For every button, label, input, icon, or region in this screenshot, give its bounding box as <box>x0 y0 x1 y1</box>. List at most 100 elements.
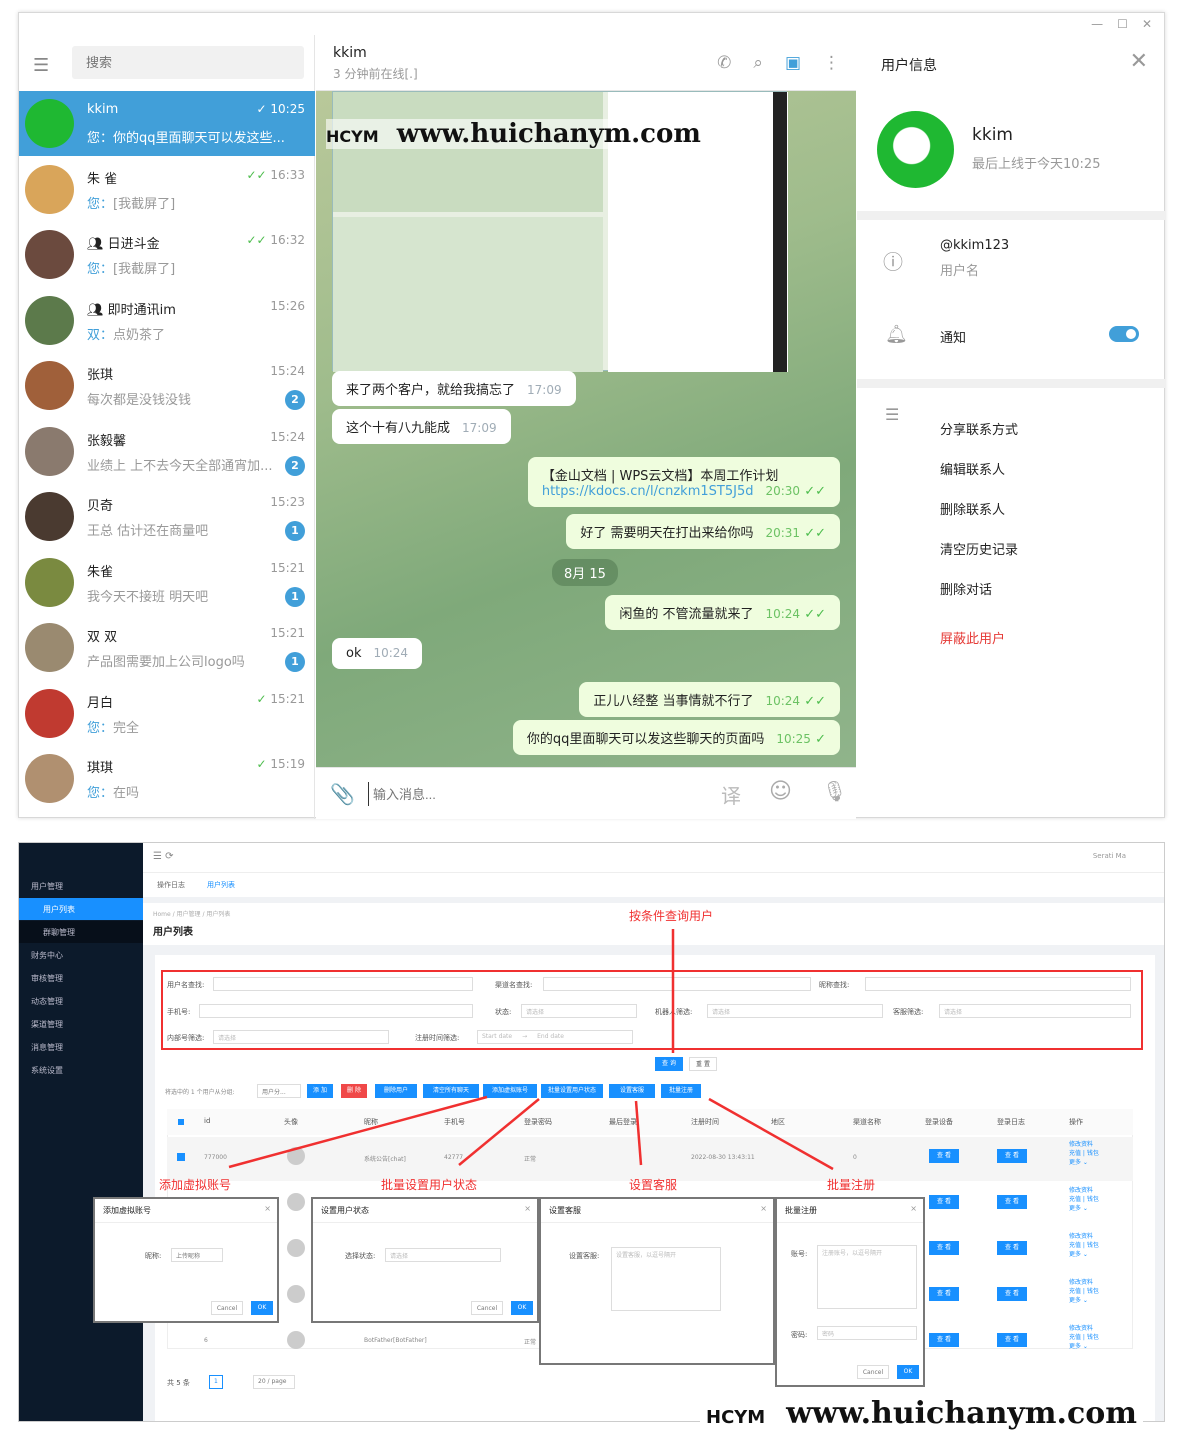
view-log-button[interactable]: 查 看 <box>997 1149 1027 1163</box>
admin-menu-item[interactable]: 财务中心 <box>31 951 63 960</box>
phone-filter-input[interactable] <box>199 1004 473 1018</box>
row-action-link[interactable]: 修改资料 <box>1069 1279 1094 1286</box>
chat-list-item[interactable]: kkim ✓ 10:25 您：你的qq里面聊天可以发这些... <box>19 91 315 156</box>
attach-icon[interactable]: 📎 <box>330 782 355 806</box>
toolbar-button[interactable]: 清空所有聊天 <box>423 1084 479 1098</box>
cancel-button[interactable]: Cancel <box>471 1301 503 1315</box>
internal-select[interactable]: 请选择 <box>213 1030 389 1044</box>
maximize-button[interactable]: ☐ <box>1117 17 1128 31</box>
chat-list-item[interactable]: 朱 雀 ✓✓ 16:33 您：[我截屏了] <box>19 157 315 222</box>
toolbar-button[interactable]: 删除用户 <box>375 1084 417 1098</box>
row-action-link[interactable]: 更多 ⌄ <box>1069 1343 1088 1350</box>
phone-icon[interactable]: ✆ <box>717 53 732 73</box>
toolbar-button[interactable]: 删 除 <box>341 1084 367 1098</box>
view-device-button[interactable]: 查 看 <box>929 1241 959 1255</box>
group-select[interactable]: 用户分... <box>257 1084 301 1098</box>
row-action-link[interactable]: 修改资料 <box>1069 1187 1094 1194</box>
row-action-link[interactable]: 修改资料 <box>1069 1233 1094 1240</box>
view-log-button[interactable]: 查 看 <box>997 1287 1027 1301</box>
chat-list-item[interactable]: 双 双 15:21 产品图需要加上公司logo吗 1 <box>19 615 315 680</box>
admin-menu-item[interactable]: 消息管理 <box>31 1043 63 1052</box>
table-row[interactable] <box>167 1137 1133 1181</box>
chat-list-item[interactable]: 琪琪 ✓ 15:19 您：在吗 <box>19 746 315 811</box>
chat-list-item[interactable]: 张琪 15:24 每次都是没钱没钱 2 <box>19 353 315 418</box>
close-window-button[interactable]: ✕ <box>1141 17 1152 31</box>
chat-list-item[interactable]: 👥︎ 日进斗金 ✓✓ 16:32 您：[我截屏了] <box>19 222 315 287</box>
service-select[interactable]: 请选择 <box>939 1004 1131 1018</box>
chat-list-item[interactable]: 张毅馨 15:24 业绩上 上不去今天全部通宵加... 2 <box>19 419 315 484</box>
row-action-link[interactable]: 更多 ⌄ <box>1069 1205 1088 1212</box>
block-user-button[interactable]: 屏蔽此用户 <box>940 632 1006 647</box>
more-icon[interactable]: ⋮ <box>823 53 840 73</box>
channel-filter-input[interactable] <box>543 977 811 991</box>
close-icon[interactable]: × <box>760 1204 767 1213</box>
admin-menu-item[interactable]: 用户列表 <box>19 898 143 920</box>
ok-button[interactable]: OK <box>511 1301 533 1315</box>
page-size-select[interactable]: 20 / page <box>253 1375 295 1389</box>
end-date[interactable]: End date <box>537 1033 564 1040</box>
select-all-checkbox[interactable] <box>178 1119 184 1125</box>
close-icon[interactable]: × <box>910 1204 917 1213</box>
chat-list-item[interactable]: 朱雀 15:21 我今天不接班 明天吧 1 <box>19 550 315 615</box>
toolbar-button[interactable]: 添加虚拟账号 <box>483 1084 537 1098</box>
info-action[interactable]: 分享联系方式 <box>940 423 1019 438</box>
admin-menu-item[interactable]: 审核管理 <box>31 974 63 983</box>
row-action-link[interactable]: 更多 ⌄ <box>1069 1251 1088 1258</box>
view-log-button[interactable]: 查 看 <box>997 1333 1027 1347</box>
admin-menu-item[interactable]: 动态管理 <box>31 997 63 1006</box>
row-action-link[interactable]: 充值 | 钱包 <box>1069 1334 1099 1341</box>
search-input[interactable] <box>72 46 304 79</box>
robot-select[interactable]: 请选择 <box>707 1004 883 1018</box>
admin-menu-item[interactable]: 系统设置 <box>31 1066 63 1075</box>
status-select[interactable]: 请选择 <box>385 1248 501 1262</box>
cancel-button[interactable]: Cancel <box>211 1301 243 1315</box>
nickname-filter-input[interactable] <box>865 977 1131 991</box>
username-filter-input[interactable] <box>213 977 473 991</box>
view-log-button[interactable]: 查 看 <box>997 1195 1027 1209</box>
start-date[interactable]: Start date <box>482 1033 513 1040</box>
view-device-button[interactable]: 查 看 <box>929 1149 959 1163</box>
toolbar-button[interactable]: 设置客服 <box>609 1084 655 1098</box>
row-action-link[interactable]: 充值 | 钱包 <box>1069 1242 1099 1249</box>
row-action-link[interactable]: 修改资料 <box>1069 1325 1094 1332</box>
admin-menu-item[interactable]: 渠道管理 <box>31 1020 63 1029</box>
chat-list-item[interactable]: 月白 ✓ 15:21 您：完全 <box>19 681 315 746</box>
account-textarea[interactable]: 注册账号，以逗号隔开 <box>817 1245 917 1309</box>
chat-list-item[interactable]: 贝奇 15:23 王总 估计还在商量吧 1 <box>19 484 315 549</box>
row-action-link[interactable]: 更多 ⌄ <box>1069 1159 1088 1166</box>
view-log-button[interactable]: 查 看 <box>997 1241 1027 1255</box>
service-textarea[interactable]: 设置客服，以逗号隔开 <box>611 1247 721 1311</box>
tab-log[interactable]: 操作日志 <box>157 881 185 889</box>
minimize-button[interactable]: — <box>1091 17 1104 31</box>
info-action[interactable]: 编辑联系人 <box>940 463 1006 478</box>
emoji-icon[interactable]: ☺ <box>769 779 792 804</box>
reset-button[interactable]: 重 置 <box>689 1057 717 1071</box>
page-1-button[interactable]: 1 <box>209 1375 223 1389</box>
close-icon[interactable]: × <box>524 1204 531 1213</box>
toolbar-button[interactable]: 批量注册 <box>661 1084 701 1098</box>
collapse-icon[interactable]: ☰ ⟳ <box>153 851 174 862</box>
translate-button[interactable]: 译 <box>721 784 741 808</box>
close-icon[interactable]: × <box>264 1204 271 1213</box>
info-action[interactable]: 清空历史记录 <box>940 543 1019 558</box>
tab-user-list[interactable]: 用户列表 <box>207 881 235 889</box>
notify-toggle[interactable] <box>1109 326 1139 342</box>
search-icon[interactable]: ⌕ <box>753 53 763 73</box>
row-action-link[interactable]: 修改资料 <box>1069 1141 1094 1148</box>
view-device-button[interactable]: 查 看 <box>929 1287 959 1301</box>
message-link[interactable]: https://kdocs.cn/l/cnzkm1ST5J5d <box>541 484 754 499</box>
upload-nickname-button[interactable]: 上传昵称 <box>171 1248 223 1262</box>
close-icon[interactable]: ✕ <box>1129 49 1148 74</box>
ok-button[interactable]: OK <box>897 1365 919 1379</box>
view-device-button[interactable]: 查 看 <box>929 1333 959 1347</box>
info-action[interactable]: 删除对话 <box>940 583 993 598</box>
microphone-icon[interactable]: 🎙 <box>822 779 848 803</box>
password-input[interactable]: 密码 <box>817 1326 917 1340</box>
admin-menu-item[interactable]: 用户管理 <box>31 882 63 891</box>
toolbar-button[interactable]: 批量设置用户状态 <box>541 1084 603 1098</box>
